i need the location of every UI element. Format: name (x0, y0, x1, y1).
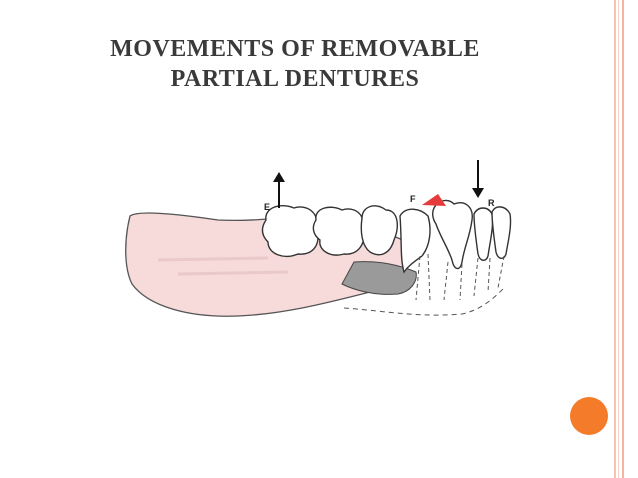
natural-tooth (473, 207, 494, 261)
slide-title: MOVEMENTS OF REMOVABLE PARTIAL DENTURES (40, 34, 550, 94)
denture-molar-2 (312, 206, 365, 256)
frame-line-2 (618, 0, 619, 478)
denture-molar (261, 204, 319, 258)
natural-tooth-2 (491, 206, 512, 259)
label-r: R (488, 198, 495, 208)
dashed-ridge (343, 287, 505, 316)
denture-premolar-2 (399, 208, 431, 274)
label-f: F (410, 194, 416, 204)
orange-circle-decoration (570, 397, 608, 435)
frame-line-1 (614, 0, 616, 478)
title-line-2: PARTIAL DENTURES (170, 66, 420, 92)
denture-movement-diagram: E F R (125, 160, 512, 317)
title-line-1: MOVEMENTS OF REMOVABLE (110, 36, 480, 62)
denture-premolar (360, 205, 398, 256)
extrusion-arrow-head (273, 172, 285, 182)
rest-triangle (422, 194, 446, 206)
frame-line-3 (622, 0, 624, 478)
label-e: E (264, 202, 270, 212)
abutment-tooth (431, 199, 473, 270)
dashed-roots (415, 253, 505, 301)
metal-framework (341, 261, 417, 295)
force-arrow-head (472, 188, 484, 198)
